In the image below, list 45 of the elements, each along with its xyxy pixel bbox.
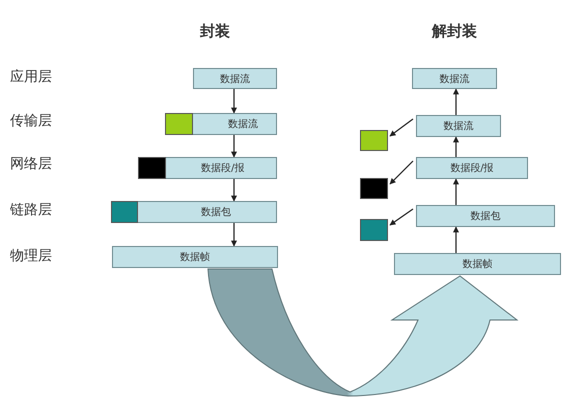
- data-unit-label: 数据帧: [462, 258, 492, 271]
- arrow: [453, 178, 459, 205]
- data-unit-box: [416, 115, 501, 137]
- data-unit-label: 数据包: [201, 206, 231, 219]
- data-unit-label: 数据流: [220, 72, 250, 86]
- header-block: [360, 219, 388, 241]
- header-block: [110, 200, 138, 222]
- data-unit-box: [111, 201, 277, 223]
- data-unit-box: [138, 157, 277, 179]
- arrow: [453, 88, 459, 115]
- data-unit-box: [193, 68, 277, 89]
- arrow: [453, 226, 459, 253]
- layer-name: 物理层: [10, 247, 52, 265]
- layer-name: 链路层: [10, 201, 52, 219]
- data-unit-label: 数据包: [470, 210, 500, 223]
- data-unit-label: 数据段/报: [450, 162, 494, 175]
- arrow: [453, 136, 459, 157]
- curved-arrow: [208, 268, 518, 396]
- data-unit-label: 数据流: [444, 120, 474, 133]
- column-heading: 解封装: [432, 22, 477, 41]
- data-unit-label: 数据段/报: [201, 162, 244, 175]
- arrow: [231, 89, 237, 114]
- arrow: [231, 223, 237, 247]
- arrow: [390, 118, 414, 136]
- data-unit-box: [416, 157, 528, 179]
- layer-name: 应用层: [10, 68, 52, 86]
- data-unit-box: [412, 68, 497, 89]
- data-unit-box: [394, 253, 561, 275]
- header-block: [360, 178, 388, 199]
- arrow: [390, 160, 414, 184]
- layer-name: 网络层: [10, 155, 52, 173]
- data-unit-box: [416, 205, 555, 227]
- data-unit-box: [165, 113, 277, 135]
- arrow: [390, 208, 414, 226]
- arrow: [231, 179, 237, 202]
- column-heading: 封装: [200, 22, 230, 41]
- data-unit-label: 数据流: [228, 118, 258, 131]
- data-unit-label: 数据流: [440, 72, 470, 86]
- header-block: [164, 112, 192, 134]
- arrow: [231, 135, 237, 158]
- header-block: [138, 156, 166, 178]
- data-unit-box: [112, 246, 278, 268]
- layer-name: 传输层: [10, 112, 52, 130]
- header-block: [360, 130, 388, 151]
- data-unit-label: 数据帧: [180, 250, 210, 264]
